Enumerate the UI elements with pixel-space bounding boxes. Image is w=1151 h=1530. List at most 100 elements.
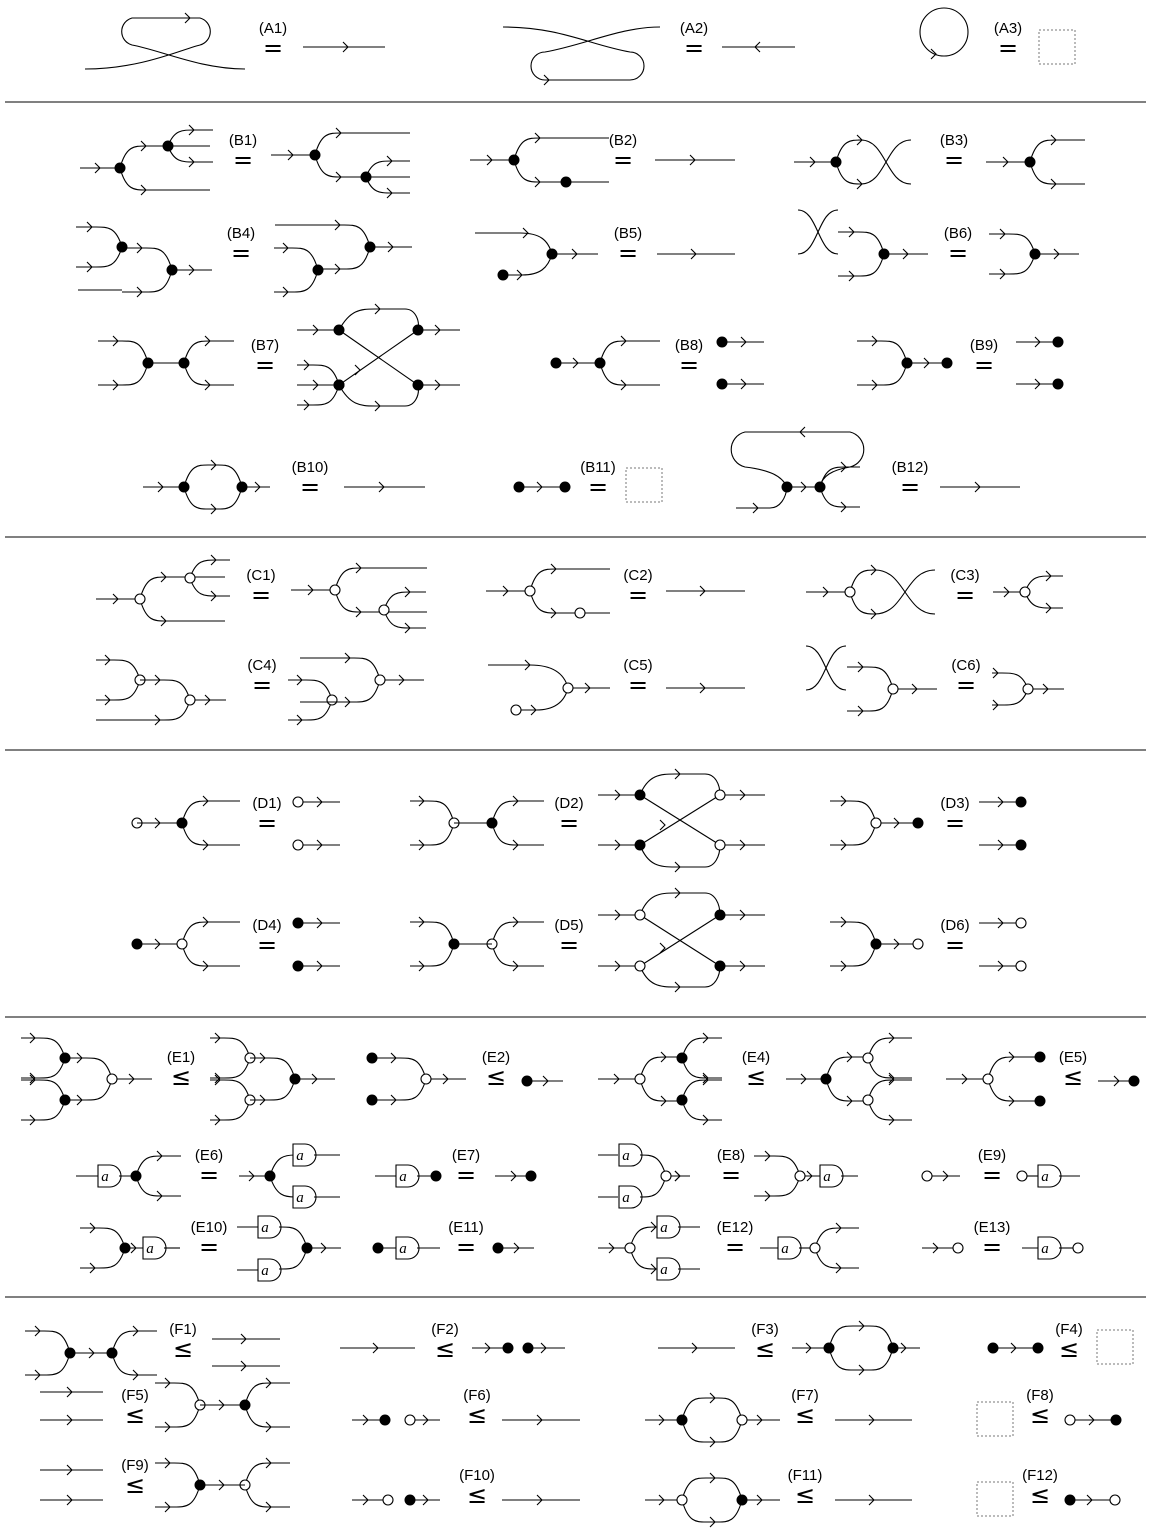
arrowhead xyxy=(739,960,746,972)
wire xyxy=(992,672,1029,690)
rule-label: (B3) xyxy=(940,132,968,149)
arrowhead xyxy=(512,916,519,928)
leq-sign: ≤ xyxy=(1030,1481,1050,1509)
arrowhead xyxy=(620,335,627,347)
black-node xyxy=(430,1170,442,1182)
arrowhead xyxy=(136,242,143,254)
arrowhead xyxy=(164,1421,171,1433)
arrowhead xyxy=(140,140,147,152)
rule-label: (B9) xyxy=(970,337,998,354)
arrowhead xyxy=(888,1114,895,1126)
gate-a xyxy=(395,1236,420,1260)
arrowhead xyxy=(809,156,816,168)
arrowhead xyxy=(202,916,209,928)
arrowhead xyxy=(157,481,164,493)
white-node xyxy=(404,1414,416,1426)
rule-label: (E7) xyxy=(452,1147,480,1164)
wire xyxy=(279,1226,308,1249)
rule-label: (B7) xyxy=(251,337,279,354)
rule-label: (E12) xyxy=(717,1219,754,1236)
wire xyxy=(318,224,371,248)
wire xyxy=(867,1079,912,1101)
arrowhead xyxy=(307,584,314,596)
wire xyxy=(76,226,123,248)
arrowhead xyxy=(104,694,111,706)
arrowhead xyxy=(202,795,209,807)
wire xyxy=(639,844,721,868)
rule-label: (F4) xyxy=(1055,1321,1083,1338)
wire xyxy=(21,1037,66,1059)
rule-label: (F10) xyxy=(459,1467,495,1484)
black-node xyxy=(502,1342,514,1354)
black-node xyxy=(559,481,571,493)
arrowhead xyxy=(840,461,847,473)
arrowhead xyxy=(1002,156,1009,168)
wire xyxy=(874,569,936,615)
arrowhead xyxy=(709,1472,716,1484)
arrowhead xyxy=(296,714,303,726)
white-node xyxy=(887,683,899,695)
rule-label: (E10) xyxy=(191,1219,228,1236)
arrowhead xyxy=(840,916,847,928)
wire xyxy=(155,1404,201,1428)
gate-a xyxy=(656,1215,681,1239)
arrowhead xyxy=(868,1414,875,1426)
wire xyxy=(857,340,908,364)
arrowhead xyxy=(210,459,217,471)
rule-label: (D6) xyxy=(940,917,969,934)
wire xyxy=(828,1325,894,1349)
wire xyxy=(297,384,340,406)
arrowhead xyxy=(608,1242,615,1254)
white-node xyxy=(1015,917,1027,929)
arrowhead xyxy=(486,154,493,166)
wire xyxy=(681,1477,743,1501)
rule-label: (E1) xyxy=(167,1049,195,1066)
white-node xyxy=(809,1242,821,1254)
arrowhead xyxy=(362,1494,369,1506)
arrowhead xyxy=(571,248,578,260)
black-node xyxy=(781,481,793,493)
wire xyxy=(814,1227,859,1249)
wire xyxy=(76,246,123,268)
arrowhead xyxy=(89,1262,96,1274)
wire xyxy=(987,1056,1040,1080)
white-node xyxy=(660,1170,672,1182)
arrowhead xyxy=(86,261,93,273)
gate-label: a xyxy=(296,1190,304,1206)
arrowhead xyxy=(689,154,696,166)
wire xyxy=(639,773,721,796)
arrowhead xyxy=(1034,336,1041,348)
wire xyxy=(502,26,661,81)
arrowhead xyxy=(66,1414,73,1426)
equals-sign: = xyxy=(257,809,277,837)
wire xyxy=(300,679,381,703)
wire xyxy=(529,590,610,614)
arrowhead xyxy=(702,1032,709,1044)
equals-sign: = xyxy=(559,809,579,837)
arrowhead xyxy=(434,379,441,391)
wire xyxy=(989,233,1036,255)
arrowhead xyxy=(534,132,541,144)
rule-labels: (A1)=(A2)=(A3)=(B1)=(B2)=(B3)=(B4)=(B5)=… xyxy=(101,20,1087,1509)
rule-label: (A1) xyxy=(259,20,287,37)
arrowhead xyxy=(739,909,746,921)
arrowhead xyxy=(1045,570,1052,582)
arrowhead xyxy=(218,1399,225,1411)
arrowhead xyxy=(204,694,211,706)
arrowhead xyxy=(316,796,323,808)
arrowhead xyxy=(739,839,746,851)
arrowhead xyxy=(997,839,1004,851)
black-node xyxy=(634,839,646,851)
white-node xyxy=(184,694,196,706)
arrowhead xyxy=(848,226,855,238)
arrowhead xyxy=(354,364,361,376)
arrowhead xyxy=(160,615,167,627)
arrowhead xyxy=(754,41,761,53)
arrowhead xyxy=(572,357,579,369)
wire xyxy=(98,362,149,386)
arrowhead xyxy=(756,1414,763,1426)
rule-label: (F7) xyxy=(791,1387,819,1404)
wire xyxy=(681,1397,743,1421)
wire xyxy=(987,1078,1040,1102)
leq-sign: ≤ xyxy=(173,1335,193,1363)
